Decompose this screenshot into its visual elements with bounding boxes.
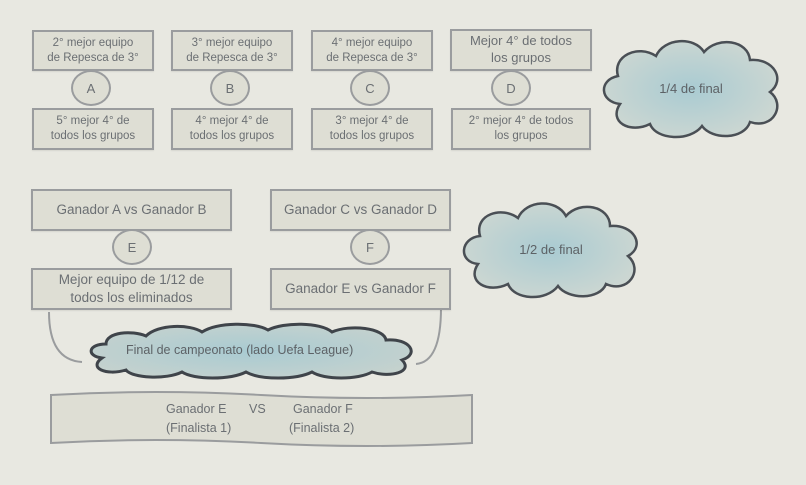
qf-bottom-box-1-line1: 5° mejor 4° de (56, 115, 130, 128)
final-left-note: (Finalista 1) (166, 421, 232, 435)
qf-bottom-box-2-line1: 4° mejor 4° de (195, 115, 269, 128)
final-stage-cloud: Final de campeonato (lado Uefa League) (84, 322, 420, 380)
qf-bottom-box-4: 2° mejor 4° de todos los grupos (451, 108, 591, 150)
qf-top-box-4-line2: los grupos (491, 50, 551, 65)
qf-top-box-1: 2° mejor equipo de Repesca de 3° (32, 30, 154, 71)
sf-bottom-box-left: Mejor equipo de 1/12 de todos los elimina… (31, 268, 232, 310)
sf-bottom-box-right: Ganador E vs Ganador F (270, 268, 451, 310)
final-vs: VS (249, 402, 266, 416)
sf-stage-label: 1/2 de final (519, 241, 583, 257)
sf-match-e: E (112, 229, 152, 265)
qf-bottom-box-3-line1: 3° mejor 4° de (335, 115, 409, 128)
qf-top-box-2-line1: 3° mejor equipo (191, 36, 273, 49)
sf-bottom-box-left-line2: todos los eliminados (70, 290, 193, 305)
qf-match-c: C (350, 70, 390, 106)
final-banner: Ganador E VS Ganador F (Finalista 1) (Fi… (49, 391, 474, 447)
qf-top-box-2-line2: de Repesca de 3° (186, 51, 278, 64)
final-stage-label: Final de campeonato (lado Uefa League) (126, 343, 354, 357)
qf-top-box-4-line1: Mejor 4° de todos (469, 33, 573, 49)
qf-bottom-box-1: 5° mejor 4° de todos los grupos (32, 108, 154, 150)
qf-top-box-1-line1: 2° mejor equipo (52, 36, 134, 49)
banner-shape (50, 391, 473, 447)
qf-stage-cloud: 1/4 de final (598, 34, 784, 142)
sf-top-box-left: Ganador A vs Ganador B (31, 189, 232, 231)
qf-bottom-box-4-line2: los grupos (494, 130, 548, 142)
cloud-shape (462, 202, 638, 299)
final-right-note: (Finalista 2) (289, 421, 355, 435)
qf-top-box-1-line2: de Repesca de 3° (47, 51, 139, 64)
cloud-shape (89, 322, 413, 380)
sf-match-f: F (350, 229, 390, 265)
qf-top-box-3: 4° mejor equipo de Repesca de 3° (311, 30, 433, 71)
sf-top-box-right: Ganador C vs Ganador D (270, 189, 451, 231)
qf-bottom-box-1-line2: todos los grupos (50, 130, 136, 142)
final-left-team: Ganador E (166, 402, 227, 416)
qf-match-a: A (71, 70, 111, 106)
qf-top-box-3-line1: 4° mejor equipo (331, 36, 413, 49)
qf-bottom-box-4-line1: 2° mejor 4° de todos (468, 115, 574, 128)
qf-top-box-2: 3° mejor equipo de Repesca de 3° (171, 30, 293, 71)
qf-bottom-box-2: 4° mejor 4° de todos los grupos (171, 108, 293, 150)
qf-match-b: B (210, 70, 250, 106)
qf-bottom-box-3-line2: todos los grupos (329, 130, 415, 142)
cloud-shape (602, 39, 779, 139)
qf-bottom-box-3: 3° mejor 4° de todos los grupos (311, 108, 433, 150)
sf-stage-cloud: 1/2 de final (458, 196, 644, 302)
qf-top-box-3-line2: de Repesca de 3° (326, 51, 418, 64)
qf-bottom-box-2-line2: todos los grupos (189, 130, 275, 142)
qf-stage-label: 1/4 de final (659, 80, 723, 96)
qf-match-d: D (491, 70, 531, 106)
sf-bottom-box-left-line1: Mejor equipo de 1/12 de (58, 272, 205, 288)
final-right-team: Ganador F (293, 402, 353, 416)
